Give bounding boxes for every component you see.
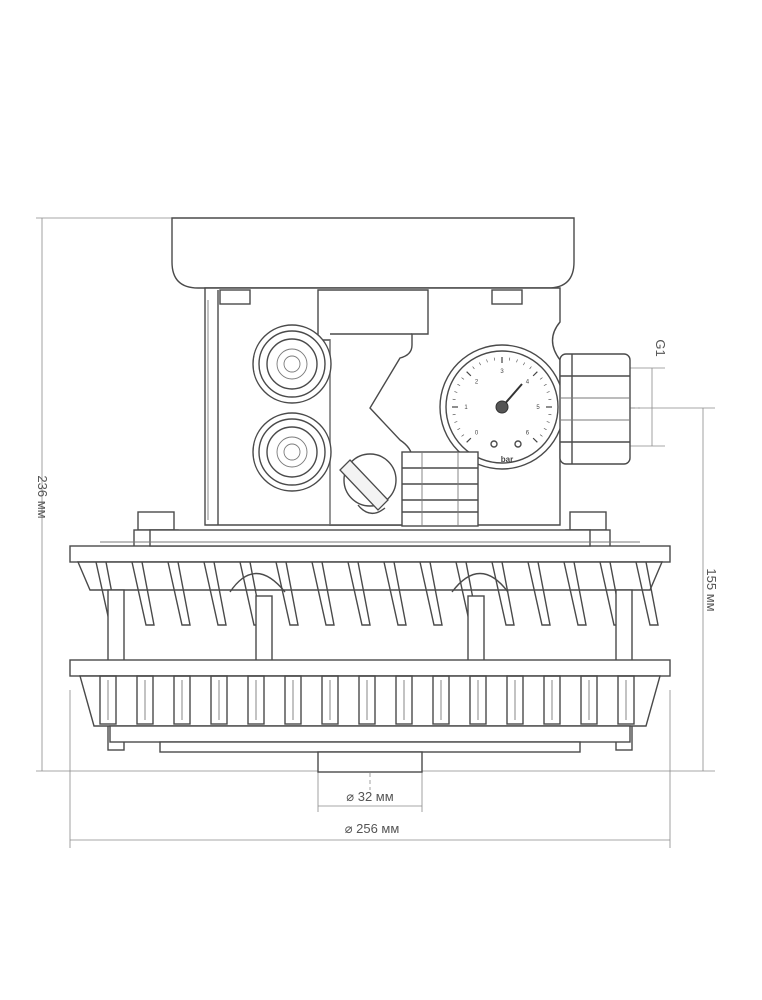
gauge-tick xyxy=(516,359,518,363)
dimension-base: ⌀ 256 мм xyxy=(69,690,671,848)
gauge-tick xyxy=(466,371,472,377)
gauge-tick-label: 6 xyxy=(526,430,530,436)
lower-fin xyxy=(173,675,191,725)
union-fitting xyxy=(401,451,479,527)
gauge-tick xyxy=(529,366,532,370)
dim-label-outlet: ⌀ 32 мм xyxy=(346,789,393,804)
lower-fin xyxy=(210,675,228,725)
upper-fin xyxy=(131,561,155,626)
dimension-total-height: 236 мм xyxy=(35,217,715,772)
lower-fin xyxy=(358,675,376,725)
upper-fin xyxy=(203,561,227,626)
gauge-tick xyxy=(454,391,458,393)
gauge-tick-label: 4 xyxy=(526,380,530,386)
upper-fin xyxy=(635,561,659,626)
upper-fin xyxy=(563,561,587,626)
gauge-unit-label: bar xyxy=(501,455,513,464)
gauge-tick xyxy=(457,428,461,430)
lower-cage xyxy=(69,659,671,753)
lower-fin xyxy=(506,675,524,725)
lower-fin xyxy=(99,675,117,725)
lower-fin xyxy=(284,675,302,725)
dim-label-thread: G1 xyxy=(653,339,668,356)
top-flange xyxy=(69,529,671,563)
pressure-gauge: 0 1 2 3 4 5 6 bar xyxy=(439,344,565,470)
lower-fin xyxy=(247,675,265,725)
gauge-tick-label: 2 xyxy=(475,380,479,386)
lower-fin xyxy=(321,675,339,725)
upper-fin xyxy=(491,561,515,626)
upper-fin-ring xyxy=(76,561,664,626)
lower-fin xyxy=(395,675,413,725)
gauge-tick xyxy=(539,377,543,380)
gauge-tick xyxy=(461,434,465,437)
dimension-thread: G1 xyxy=(630,339,668,447)
gauge-tick xyxy=(546,391,550,393)
dimension-lower-height: 155 мм xyxy=(580,407,719,771)
upper-fin xyxy=(311,561,335,626)
gauge-tick xyxy=(461,377,465,380)
gauge-tick xyxy=(546,421,550,423)
gauge-tick xyxy=(532,371,538,377)
lower-fin xyxy=(617,675,635,725)
dim-label-height-lower: 155 мм xyxy=(704,568,719,611)
gauge-tick xyxy=(472,366,475,370)
gauge-tick xyxy=(466,437,472,443)
gauge-tick-label: 1 xyxy=(464,405,468,411)
gauge-tick xyxy=(539,434,543,437)
gauge-tick-label: 3 xyxy=(500,369,504,375)
gauge-tick xyxy=(543,428,547,430)
lower-fin xyxy=(432,675,450,725)
dim-label-height-total: 236 мм xyxy=(35,475,50,518)
gauge-tick xyxy=(479,362,481,366)
gauge-tick xyxy=(523,362,525,366)
lower-fin xyxy=(469,675,487,725)
gauge-tick-label: 5 xyxy=(536,405,540,411)
dimension-outlet: ⌀ 32 мм xyxy=(317,768,423,812)
indicator-lamp-top xyxy=(252,324,332,404)
lower-fin xyxy=(543,675,561,725)
motor-cap xyxy=(171,217,575,289)
outlet-fitting xyxy=(559,353,631,465)
lower-fin xyxy=(136,675,154,725)
upper-fin xyxy=(167,561,191,626)
upper-fin xyxy=(527,561,551,626)
upper-fin xyxy=(419,561,443,626)
valve-cap xyxy=(339,453,397,514)
gauge-tick xyxy=(532,437,538,443)
gauge-tick xyxy=(457,384,461,386)
gauge-tick xyxy=(486,359,488,363)
gauge-tick-label: 0 xyxy=(475,430,479,436)
upper-fin xyxy=(275,561,299,626)
dim-label-base: ⌀ 256 мм xyxy=(345,821,400,836)
gauge-tick xyxy=(543,384,547,386)
inlet-stub xyxy=(317,751,423,773)
gauge-tick xyxy=(454,421,458,423)
upper-fin xyxy=(383,561,407,626)
indicator-lamp-bottom xyxy=(252,412,332,492)
upper-fin xyxy=(347,561,371,626)
lower-fin xyxy=(580,675,598,725)
